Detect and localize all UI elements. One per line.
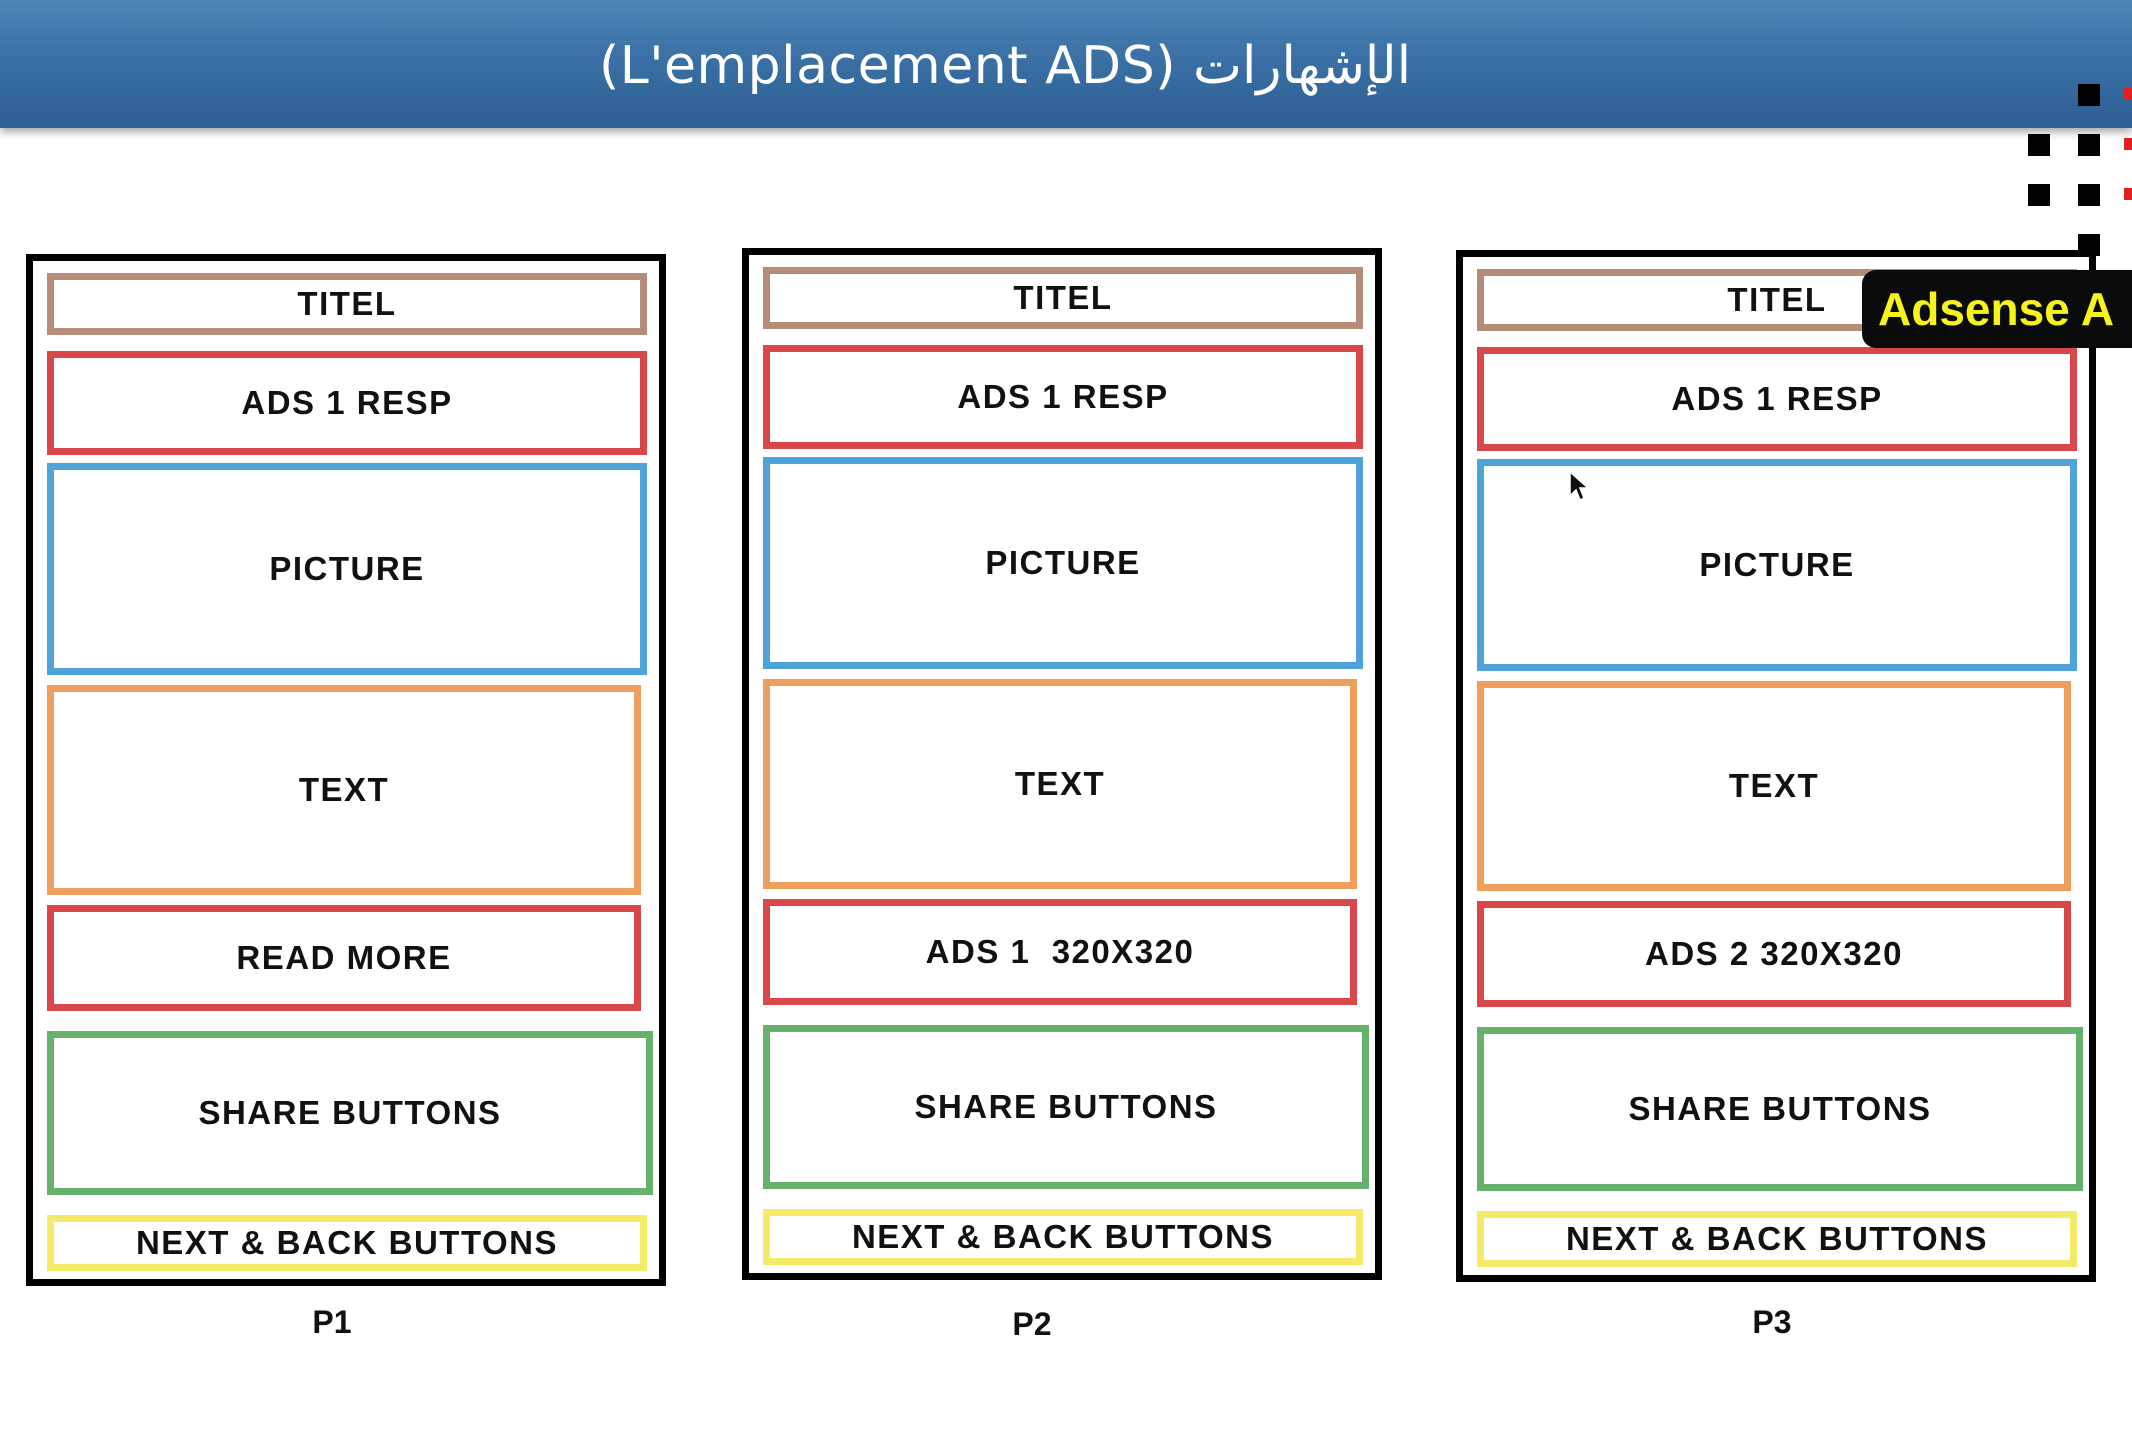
mouse-cursor-icon bbox=[1569, 470, 1590, 502]
ads-top-block: ADS 1 RESP bbox=[47, 351, 647, 455]
next-back-buttons-block: NEXT & BACK BUTTONS bbox=[763, 1209, 1363, 1265]
next-back-buttons-block: NEXT & BACK BUTTONS bbox=[47, 1215, 647, 1271]
picture-block: PICTURE bbox=[1477, 459, 2077, 671]
layout-p3: TITEL ADS 1 RESP PICTURE TEXT ADS 2 320X… bbox=[1456, 250, 2096, 1282]
layout-p1: TITEL ADS 1 RESP PICTURE TEXT READ MORE … bbox=[26, 254, 666, 1286]
titel-block: TITEL bbox=[763, 267, 1363, 329]
header-banner: (L'emplacement ADS) الإشهارات bbox=[0, 0, 2132, 128]
layout-label-p3: P3 bbox=[1752, 1304, 1792, 1340]
text-block: TEXT bbox=[763, 679, 1357, 889]
text-block: TEXT bbox=[1477, 681, 2071, 891]
ads-top-block: ADS 1 RESP bbox=[763, 345, 1363, 449]
text-block: TEXT bbox=[47, 685, 641, 895]
picture-block: PICTURE bbox=[763, 457, 1363, 669]
adsense-badge: Adsense A bbox=[1862, 270, 2132, 348]
titel-block: TITEL bbox=[47, 273, 647, 335]
ads-middle-block: ADS 1 320X320 bbox=[763, 899, 1357, 1005]
next-back-buttons-block: NEXT & BACK BUTTONS bbox=[1477, 1211, 2077, 1267]
layout-label-p1: P1 bbox=[312, 1304, 352, 1340]
layout-p2: TITEL ADS 1 RESP PICTURE TEXT ADS 1 320X… bbox=[742, 248, 1382, 1280]
read-more-block: READ MORE bbox=[47, 905, 641, 1011]
share-buttons-block: SHARE BUTTONS bbox=[763, 1025, 1369, 1189]
titel-block: TITEL bbox=[1477, 269, 2077, 331]
ads-top-block: ADS 1 RESP bbox=[1477, 347, 2077, 451]
share-buttons-block: SHARE BUTTONS bbox=[1477, 1027, 2083, 1191]
layout-label-p2: P2 bbox=[1012, 1306, 1052, 1342]
share-buttons-block: SHARE BUTTONS bbox=[47, 1031, 653, 1195]
page-title: (L'emplacement ADS) الإشهارات bbox=[598, 36, 1412, 96]
picture-block: PICTURE bbox=[47, 463, 647, 675]
ads-middle-block: ADS 2 320X320 bbox=[1477, 901, 2071, 1007]
